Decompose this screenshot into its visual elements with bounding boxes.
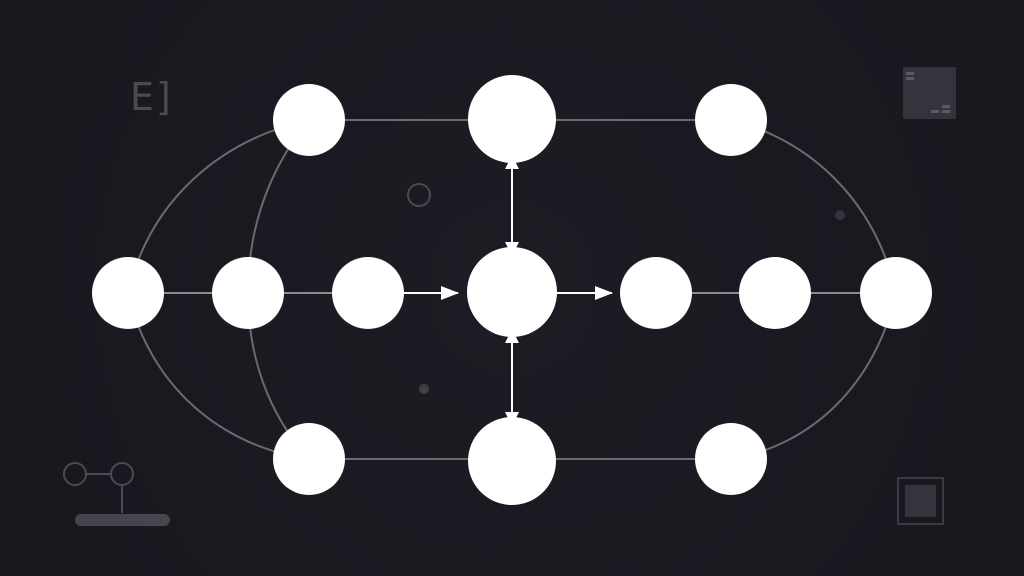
node-mid-7: [860, 257, 932, 329]
decor-dot-right: [835, 210, 845, 220]
node-mid-1: [92, 257, 164, 329]
connector-icon: [63, 462, 170, 526]
node-top-center: [468, 75, 556, 163]
edge-outer-left-lower: [127, 292, 310, 460]
node-bottom-left: [273, 423, 345, 495]
node-bottom-right: [695, 423, 767, 495]
node-mid-2: [212, 257, 284, 329]
window-icon: [903, 67, 956, 119]
node-top-right: [695, 84, 767, 156]
node-top-left: [273, 84, 345, 156]
node-center-hub: [467, 247, 557, 337]
node-bottom-center: [468, 417, 556, 505]
frame-icon: [897, 477, 944, 525]
corner-glyph-label: E]: [130, 75, 173, 119]
decor-ring: [407, 183, 431, 207]
node-mid-6: [739, 257, 811, 329]
node-mid-5: [620, 257, 692, 329]
edge-outer-left-upper: [127, 119, 310, 294]
node-mid-3: [332, 257, 404, 329]
decor-dot-left: [419, 384, 429, 394]
